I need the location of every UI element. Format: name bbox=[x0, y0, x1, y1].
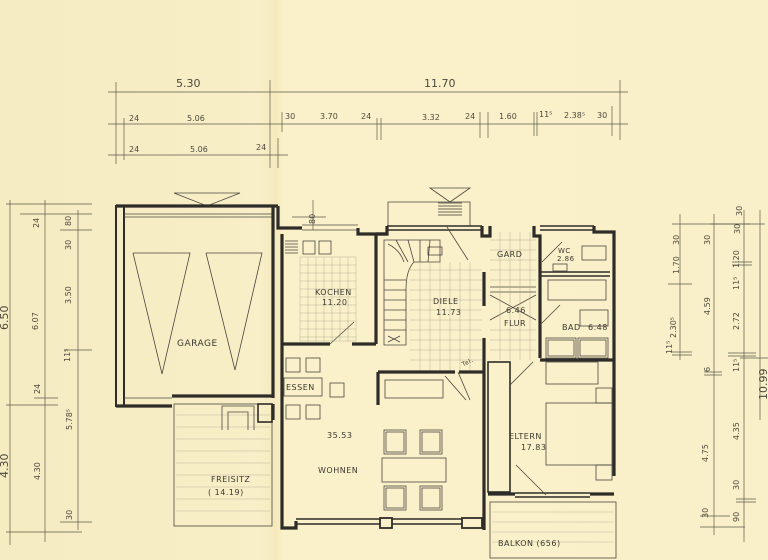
dim-left-6-07: 6.07 bbox=[31, 312, 40, 330]
dim-left-30b: 30 bbox=[65, 509, 74, 520]
terrace-outline bbox=[173, 403, 273, 527]
dim-right3-90: 90 bbox=[732, 511, 741, 522]
hall-tile-grid bbox=[410, 262, 482, 372]
left-dimension-lines bbox=[6, 200, 92, 545]
dim-right3-11-5b: 11⁵ bbox=[732, 358, 741, 372]
top-dimension-lines bbox=[108, 80, 628, 168]
room-freisitz-label: FREISITZ bbox=[211, 475, 251, 484]
room-garage-label: GARAGE bbox=[177, 339, 218, 349]
dim-left-24b: 24 bbox=[33, 383, 42, 394]
dim-right3-1-20: 1.20 bbox=[732, 250, 741, 268]
dim-top-30b: 30 bbox=[597, 111, 608, 120]
living-dining-outline bbox=[271, 357, 483, 530]
dim-left-11-5: 11⁵ bbox=[63, 348, 72, 362]
dim-left-6-50: 6.50 bbox=[0, 305, 11, 331]
dim-top-3-70: 3.70 bbox=[320, 112, 338, 121]
dim-right3-30b: 30 bbox=[732, 479, 741, 490]
dim-right2-4-59: 4.59 bbox=[703, 297, 712, 315]
dim-top-2-38-5: 2.38⁵ bbox=[564, 111, 586, 120]
dim-right-30: 30 bbox=[672, 234, 681, 245]
room-gard-label: GARD bbox=[497, 250, 523, 259]
dim-right2-4-75: 4.75 bbox=[701, 444, 710, 462]
dim-left-5-78-5: 5.78⁵ bbox=[65, 408, 74, 430]
dim-right2-30: 30 bbox=[703, 234, 712, 245]
room-freisitz-area: ( 14.19) bbox=[208, 488, 244, 497]
dim-right-11-5: 11⁵ bbox=[665, 340, 674, 354]
room-flur-area: 6.46 bbox=[506, 306, 526, 315]
kitchen-tile-grid bbox=[299, 256, 357, 342]
room-flur-label: FLUR bbox=[504, 319, 527, 328]
dim-top-5-06: 5.06 bbox=[187, 114, 205, 123]
dim-top2-5-06: 5.06 bbox=[190, 145, 208, 154]
room-diele-label: DIELE bbox=[433, 297, 459, 306]
dim-right2-30b: 30 bbox=[701, 507, 710, 518]
dim-right3-2-72: 2.72 bbox=[732, 312, 741, 330]
dim-overall-5-30: 5.30 bbox=[176, 77, 201, 90]
room-wohnen-label: WOHNEN bbox=[318, 466, 359, 475]
dim-top-24: 24 bbox=[129, 114, 140, 123]
room-kochen-area: 11.20 bbox=[322, 298, 348, 307]
dim-top2-24b: 24 bbox=[256, 143, 267, 152]
dim-left-80: 80 bbox=[64, 215, 73, 226]
room-eltern-label: ELTERN bbox=[509, 432, 542, 441]
dim-left-24: 24 bbox=[32, 217, 41, 228]
dim-top-11-5: 11⁵ bbox=[539, 110, 553, 119]
room-wc-label: WC bbox=[558, 247, 571, 255]
room-eltern-area: 17.83 bbox=[521, 443, 547, 452]
room-balkon-label: BALKON (656) bbox=[498, 539, 561, 548]
dim-right2-6: 6 bbox=[703, 366, 712, 372]
dim-top-30: 30 bbox=[285, 112, 296, 121]
dim-right3-11-5: 11⁵ bbox=[732, 276, 741, 290]
dim-right3-4-35: 4.35 bbox=[732, 422, 741, 440]
dim-right-1-70: 1.70 bbox=[672, 256, 681, 274]
hall-stairs-outline bbox=[374, 187, 492, 401]
dim-window-80: 80 bbox=[308, 213, 317, 224]
dim-top2-24: 24 bbox=[129, 145, 140, 154]
dim-right3-30: 30 bbox=[733, 223, 742, 234]
room-wohnen-area: 35.53 bbox=[327, 431, 353, 440]
room-bad-area: 6.48 bbox=[588, 323, 608, 332]
staircase bbox=[383, 226, 469, 346]
dim-right-2-30-5: 2.30⁵ bbox=[669, 316, 678, 338]
dim-right-partial-overall: 10.99 bbox=[757, 368, 768, 401]
dim-right4-30: 30 bbox=[735, 205, 744, 216]
dim-left-30: 30 bbox=[64, 239, 73, 250]
right-dimension-lines bbox=[668, 210, 768, 542]
room-kochen-label: KOCHEN bbox=[315, 288, 352, 297]
room-bad-label: BAD bbox=[562, 323, 581, 332]
dim-top-24c: 24 bbox=[465, 112, 476, 121]
dim-left-4-30-inner: 4.30 bbox=[33, 462, 42, 480]
room-diele-area: 11.73 bbox=[436, 308, 462, 317]
room-essen-label: ESSEN bbox=[286, 383, 315, 392]
dim-left-4-30: 4.30 bbox=[0, 453, 11, 479]
garage-outline bbox=[115, 192, 275, 408]
kitchen-outline bbox=[273, 200, 387, 420]
dim-top-1-60: 1.60 bbox=[499, 112, 517, 121]
dim-left-3-50: 3.50 bbox=[64, 286, 73, 304]
hall-bath-outline bbox=[482, 225, 616, 476]
dim-top-3-32: 3.32 bbox=[422, 113, 440, 122]
bedroom-balcony-outline bbox=[482, 361, 617, 559]
room-wc-area: 2.86 bbox=[557, 255, 575, 263]
dim-top-24b: 24 bbox=[361, 112, 372, 121]
dim-overall-11-70: 11.70 bbox=[424, 77, 456, 90]
